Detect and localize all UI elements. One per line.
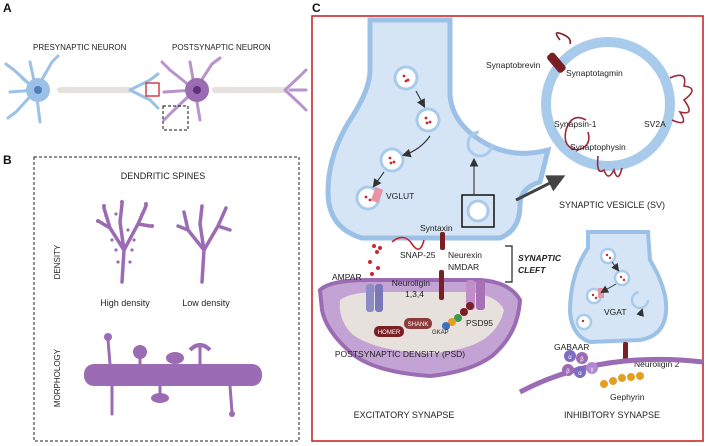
vesicle-proteins (547, 32, 693, 178)
panel-a: A PRESYNAPTIC NEURON POSTSYNAPTIC NEURON (3, 1, 308, 131)
panel-c-frame (311, 15, 704, 442)
panel-c-letter: C (312, 1, 321, 15)
psd-label: POSTSYNAPTIC DENSITY (PSD) (335, 349, 465, 359)
gephyrin-label: Gephyrin (610, 392, 645, 402)
postsynaptic-nucleus (193, 86, 201, 94)
synaptic-cleft-label-1: SYNAPTIC (518, 253, 562, 263)
postsynaptic-neuron (160, 56, 308, 122)
zoom-arrow (515, 175, 566, 202)
synaptotagmin-label: Synaptotagmin (566, 68, 623, 78)
gabaar-beta-2: β (566, 369, 570, 375)
released-neurotransmitter (368, 244, 382, 276)
gabaar-alpha-2: α (578, 371, 582, 377)
high-density-label: High density (100, 298, 150, 308)
vesicle-caption: SYNAPTIC VESICLE (SV) (559, 200, 665, 210)
ampar-label: AMPAR (332, 272, 362, 282)
neurexin-label: Neurexin (448, 250, 482, 260)
low-density-label: Low density (182, 298, 230, 308)
snare-complex (391, 236, 425, 250)
morphology-label: MORPHOLOGY (53, 348, 62, 407)
presynaptic-terminal (325, 17, 552, 241)
vglut-label: VGLUT (386, 191, 414, 201)
high-density-spines (96, 200, 154, 264)
homer-label: HOMER (378, 330, 401, 336)
low-density-dendrite (176, 204, 232, 284)
synaptophysin-label: Synaptophysin (570, 142, 626, 152)
homer-shank-gkap: HOMER SHANK GKAP (374, 318, 449, 337)
postsynaptic-label: POSTSYNAPTIC NEURON (172, 43, 271, 52)
vesicle-zoom-box (461, 194, 495, 228)
gabaar-alpha-1: α (568, 355, 572, 361)
neuroligin2-label: Neuroligin 2 (634, 359, 680, 369)
gephyrin-cluster (600, 372, 644, 388)
synaptic-vesicle-enlarged (541, 37, 675, 171)
panel-b-letter: B (3, 153, 12, 167)
gabaar-receptor: α β β α γ (562, 350, 598, 378)
presynaptic-nucleus (34, 86, 42, 94)
psd95-chain (442, 302, 474, 330)
inhibitory-postsynaptic-membrane (518, 356, 704, 395)
gabaar-beta-1: β (580, 357, 584, 363)
gkap-label: GKAP (432, 330, 449, 336)
ampar-receptor (366, 284, 383, 312)
inhibitory-caption: INHIBITORY SYNAPSE (564, 410, 660, 420)
high-density-dendrite (98, 202, 152, 284)
panel-a-letter: A (3, 1, 12, 15)
morphology-dendrite (84, 333, 262, 417)
neuroligin134-label-2: 1,3,4 (405, 289, 424, 299)
synaptobrevin-label: Synaptobrevin (486, 60, 541, 70)
gabaar-label: GABAAR (554, 342, 589, 352)
synaptic-cleft-label-2: CLEFT (518, 265, 546, 275)
vesicle-cycle-arrows (372, 90, 479, 194)
gabaar-gamma: γ (591, 367, 594, 373)
synapsin1-label: Synapsin-1 (554, 119, 597, 129)
density-label: DENSITY (53, 244, 62, 279)
snap25-label: SNAP-25 (400, 250, 436, 260)
panel-b-frame (33, 156, 300, 442)
inhibitory-vesicles (575, 247, 650, 331)
syntaxin-label: Syntaxin (420, 223, 453, 233)
neuroligin2-protein (623, 342, 628, 360)
inhibitory-arrows (600, 261, 644, 317)
shank-label: SHANK (408, 322, 429, 328)
vgat-label: VGAT (604, 307, 627, 317)
sv2a-label: SV2A (644, 119, 666, 129)
excitatory-vesicles (355, 65, 495, 228)
nmdar-label: NMDAR (448, 262, 479, 272)
psd95-label: PSD95 (466, 318, 493, 328)
panel-b: B DENDRITIC SPINES DENSITY MORPHOLOGY Hi… (3, 153, 300, 442)
neuroligin134-protein (439, 270, 444, 300)
panel-c: C VGLUT Sy (311, 1, 704, 442)
synapse-highlight-box (145, 82, 160, 97)
dendritic-spines-title: DENDRITIC SPINES (121, 171, 206, 181)
synaptic-cleft-bracket (505, 245, 513, 283)
neuroligin134-label-1: Neuroligin (392, 278, 431, 288)
dendrite-highlight-box (162, 105, 189, 131)
excitatory-caption: EXCITATORY SYNAPSE (354, 410, 455, 420)
presynaptic-label: PRESYNAPTIC NEURON (33, 43, 127, 52)
neurexin-protein (440, 232, 445, 250)
